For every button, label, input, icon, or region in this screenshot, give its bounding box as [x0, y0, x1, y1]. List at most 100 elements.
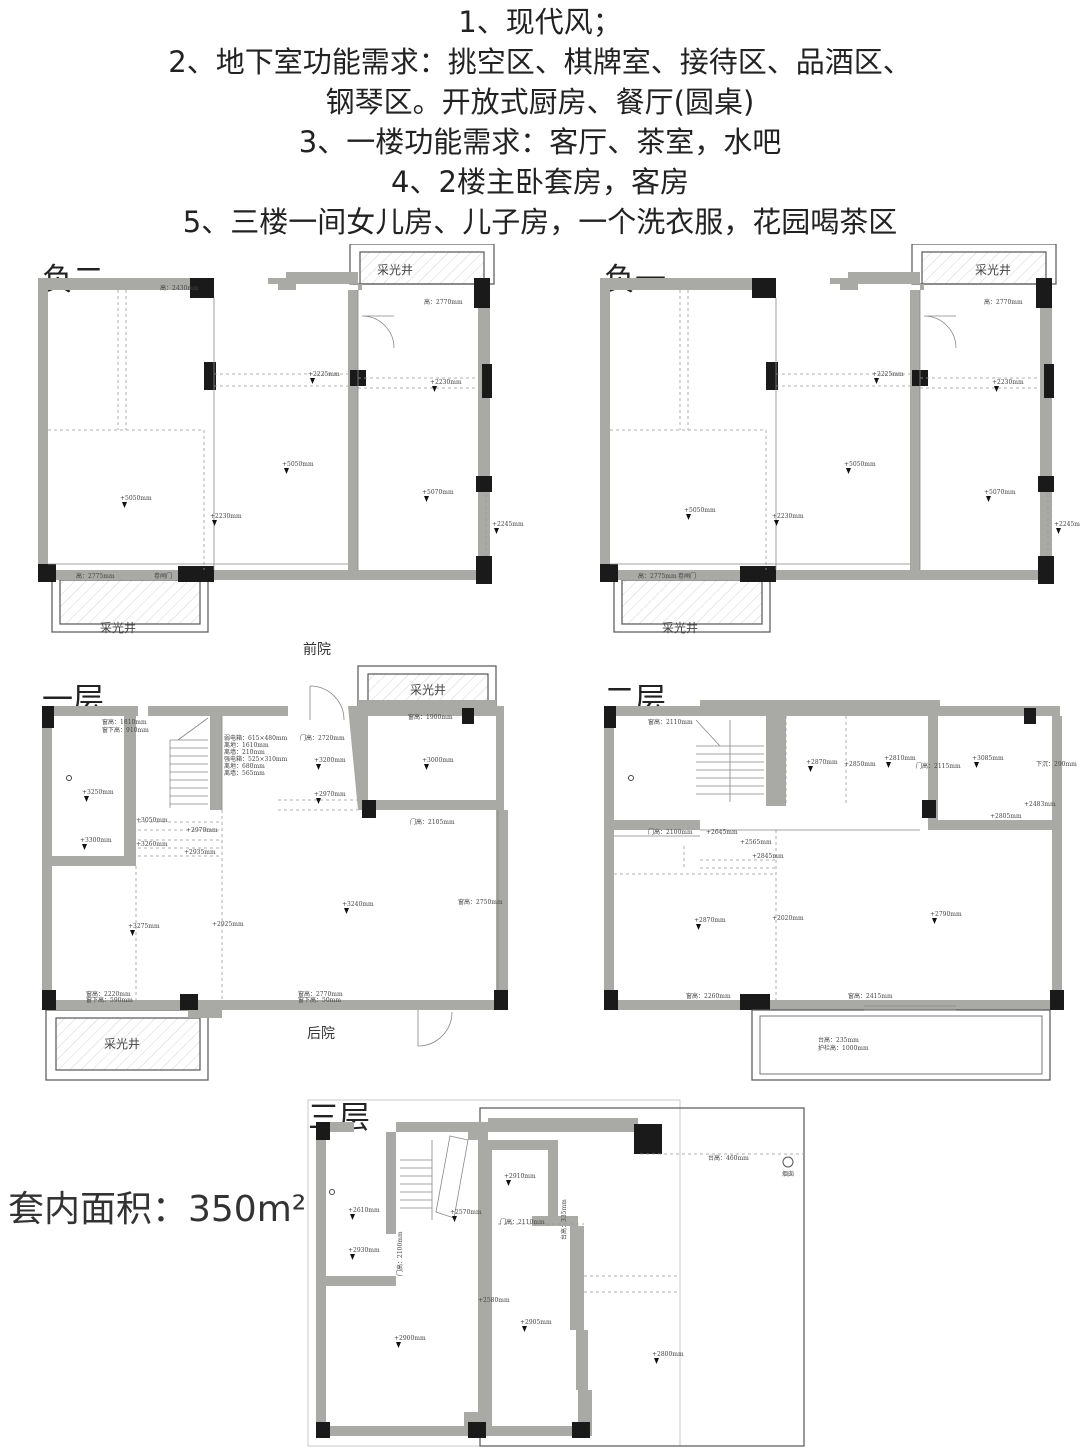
plan-f1: 前院 后院 采光井 采光井: [42, 641, 508, 1081]
dimension-label: +5050mm: [120, 495, 152, 502]
requirement-line: 4、2楼主卧套房，客房: [391, 165, 689, 199]
balcony-note: 护栏高：1000mm: [818, 1044, 869, 1052]
window-label: 窗高：2110mm: [648, 718, 693, 726]
dimension-label: +3085mm: [972, 755, 1004, 762]
dimension-label: +2483mm: [1024, 801, 1056, 808]
window-label: 窗下高：910mm: [102, 726, 149, 734]
dimension-label: +3240mm: [342, 901, 374, 908]
panel-note: 弱电箱：615×480mm: [224, 734, 288, 742]
requirement-line: 5、三楼一间女儿房、儿子房，一个洗衣服，花园喝茶区: [182, 205, 898, 239]
dimension-label: +3050mm: [136, 817, 168, 824]
panel-note: 强电箱：525×310mm: [224, 755, 288, 763]
light-well-label: 采光井: [975, 263, 1011, 277]
plan-b1: 采光井 采光井 卷闸门 高：2775mm 高：2770mm +5050mm +5…: [600, 244, 1080, 635]
dimension-label: 下沉：290mm: [1036, 760, 1077, 768]
window-label: 窗高：2415mm: [848, 992, 893, 1000]
dimension-label: +3000mm: [422, 757, 454, 764]
dimension-label: +3200mm: [314, 757, 346, 764]
dimension-label: +3300mm: [80, 837, 112, 844]
panel-note: 离墙：210mm: [224, 748, 265, 756]
dimension-label: +2910mm: [504, 1173, 536, 1180]
dimension-label: +2925mm: [212, 921, 244, 928]
height-label: 高：2770mm: [984, 298, 1023, 306]
requirements-list: 1、现代风； 2、地下室功能需求：挑空区、棋牌室、接待区、品酒区、 钢琴区。开放…: [0, 2, 1080, 242]
dimension-label: +2230mm: [992, 379, 1024, 386]
dimension-label: +2230mm: [210, 513, 242, 520]
requirement-line: 1、现代风；: [458, 5, 622, 39]
plan-b2: 采光井 采光井 卷闸门 高：2775mm 高：2770mm 高：2430mm +…: [38, 244, 524, 635]
panel-note: 离地：1610mm: [224, 741, 269, 749]
dimension-label: +2245mm: [492, 521, 524, 528]
dimension-label: +2020mm: [772, 915, 804, 922]
window-label: 窗高：1900mm: [408, 713, 453, 721]
dimension-label: +2845mm: [752, 853, 784, 860]
window-label: 窗高：2750mm: [458, 898, 503, 906]
dimension-label: +5050mm: [282, 461, 314, 468]
dimension-label: +2245mm: [1054, 521, 1080, 528]
dimension-label: +3250mm: [82, 789, 114, 796]
dimension-label: +2790mm: [930, 911, 962, 918]
dimension-label: +5050mm: [844, 461, 876, 468]
dimension-label: +2870mm: [694, 917, 726, 924]
light-well-label: 采光井: [410, 683, 446, 697]
door-label: 门高：2720mm: [300, 734, 345, 742]
door-label: 门高：2100mm: [396, 1231, 404, 1276]
panel-note: 离地：680mm: [224, 762, 265, 770]
light-well-label: 采光井: [377, 263, 413, 277]
dimension-label: +2900mm: [394, 1335, 426, 1342]
height-label: 高：2775mm: [76, 572, 115, 580]
dimension-label: +2810mm: [884, 755, 916, 762]
panel-note: 离墙：565mm: [224, 769, 265, 777]
dimension-label: +2610mm: [348, 1207, 380, 1214]
light-well-label: 采光井: [662, 621, 698, 635]
dimension-label: +2970mm: [186, 827, 218, 834]
dimension-label: +2905mm: [520, 1319, 552, 1326]
requirement-line: 2、地下室功能需求：挑空区、棋牌室、接待区、品酒区、: [168, 45, 912, 79]
dimension-label: +5070mm: [984, 489, 1016, 496]
plan-f2: 窗高：2110mm 窗高：2260mm 窗高：2415mm 门高：2100mm …: [604, 700, 1077, 1081]
roller-door-label: 卷闸门: [154, 572, 172, 580]
dimension-label: +2570mm: [450, 1209, 482, 1216]
window-label: 窗高：2220mm: [86, 990, 131, 998]
window-label: 窗下高：590mm: [86, 996, 133, 1004]
window-label: 窗高：1810mm: [102, 718, 147, 726]
height-label: 高：2770mm: [424, 298, 463, 306]
door-label: 门高：2110mm: [500, 1218, 545, 1226]
window-label: 窗高：2770mm: [298, 990, 343, 998]
requirement-line: 3、一楼功能需求：客厅、茶室，水吧: [298, 125, 782, 159]
dimension-label: +2225mm: [872, 371, 904, 378]
dimension-label: +2580mm: [478, 1297, 510, 1304]
dimension-label: +2230mm: [772, 513, 804, 520]
dimension-label: +5070mm: [422, 489, 454, 496]
dimension-label: +2870mm: [806, 759, 838, 766]
dimension-label: +2225mm: [308, 371, 340, 378]
dimension-label: +2230mm: [430, 379, 462, 386]
balcony-note: 台高：235mm: [818, 1036, 859, 1044]
door-label: 门高：2105mm: [410, 818, 455, 826]
window-label: 窗下高：50mm: [298, 996, 341, 1004]
dimension-label: +3275mm: [128, 923, 160, 930]
height-label: 高：2430mm: [160, 284, 199, 292]
ledge-label: 台高：460mm: [708, 1154, 749, 1162]
window-label: 窗高：2260mm: [686, 992, 731, 1000]
dimension-label: +2850mm: [844, 761, 876, 768]
dimension-label: +2565mm: [740, 839, 772, 846]
dimension-label: +2935mm: [184, 849, 216, 856]
ledge-label: 台高：335mm: [560, 1199, 568, 1240]
dimension-label: +2970mm: [314, 791, 346, 798]
door-label: 门高：2115mm: [916, 762, 961, 770]
dimension-label: +2930mm: [348, 1247, 380, 1254]
light-well-label: 采光井: [104, 1037, 140, 1051]
light-well-label: 采光井: [100, 621, 136, 635]
height-label: 高：2775mm: [638, 572, 677, 580]
dimension-label: +5050mm: [684, 507, 716, 514]
dimension-label: +2800mm: [652, 1351, 684, 1358]
plan-f3: 烟囱 台高：460mm 台高：335mm 门高：2110mm 门高：2100mm…: [307, 1099, 805, 1447]
roller-door-label: 卷闸门: [678, 572, 696, 580]
dimension-label: +3260mm: [136, 841, 168, 848]
dimension-label: +2645mm: [706, 829, 738, 836]
dimension-label: +2805mm: [990, 813, 1022, 820]
interior-area: 套内面积：350m²: [8, 1189, 307, 1230]
door-label: 门高：2100mm: [648, 828, 693, 836]
